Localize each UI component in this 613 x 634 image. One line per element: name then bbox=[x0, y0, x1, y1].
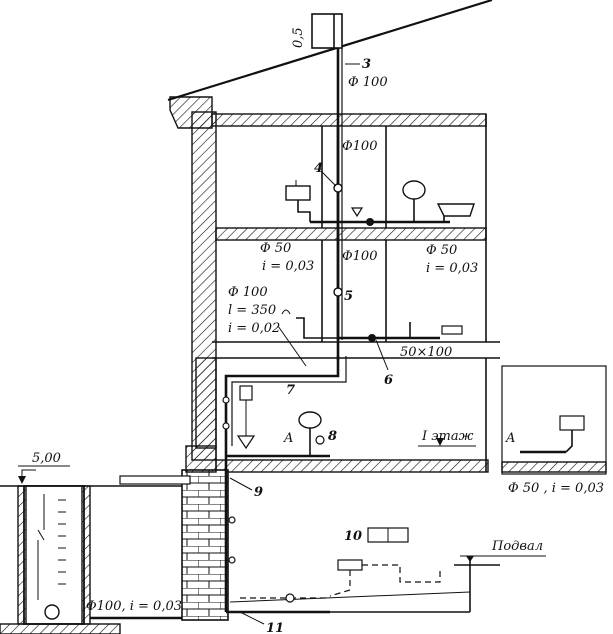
fitting-label: 50×100 bbox=[400, 345, 452, 360]
ground-mark: 5,00 bbox=[32, 451, 61, 466]
outlet-length: l = 350 bbox=[228, 303, 276, 318]
basement-label: Подвал bbox=[491, 539, 543, 554]
section-marker-a: A bbox=[283, 431, 293, 446]
outlet-pipe bbox=[224, 356, 347, 614]
callout-8: 8 bbox=[328, 429, 337, 444]
callout-7: 7 bbox=[286, 383, 295, 398]
building-structure bbox=[181, 111, 500, 621]
detail-pipe-label: Φ 50 , i = 0,03 bbox=[508, 481, 604, 496]
ground-floor-fixtures bbox=[222, 385, 330, 458]
branch-slope-right: i = 0,03 bbox=[426, 261, 478, 276]
callout-5: 5 bbox=[344, 289, 353, 304]
branch-diameter-right: Φ 50 bbox=[426, 243, 457, 258]
basement-equipment bbox=[228, 516, 441, 603]
riser-diameter-floor2: Φ100 bbox=[342, 139, 377, 154]
ground-line bbox=[0, 469, 191, 487]
second-floor-fixtures bbox=[285, 180, 475, 226]
detail-a bbox=[501, 365, 607, 475]
callout-10: 10 bbox=[344, 529, 362, 544]
yard-pipe-label: Φ100, i = 0,03 bbox=[86, 599, 182, 614]
callout-4: 4 bbox=[314, 161, 323, 176]
outlet-slope: i = 0,02 bbox=[228, 321, 280, 336]
first-floor-label: I этаж bbox=[421, 429, 474, 444]
callout-3: 3 bbox=[362, 57, 371, 72]
callout-11: 11 bbox=[266, 621, 284, 634]
vent-height-label: 0,5 bbox=[291, 27, 306, 48]
stack-diameter-top: Φ 100 bbox=[348, 75, 388, 90]
first-floor-fixtures bbox=[281, 309, 463, 342]
riser-diameter-floor1: Φ100 bbox=[342, 249, 377, 264]
yard-manhole bbox=[0, 485, 182, 634]
callout-9: 9 bbox=[254, 485, 263, 500]
callout-6: 6 bbox=[384, 373, 393, 388]
branch-diameter-left: Φ 50 bbox=[260, 241, 291, 256]
branch-slope-left: i = 0,03 bbox=[262, 259, 314, 274]
section-marker-a-detail: A bbox=[505, 431, 515, 446]
outlet-diameter: Φ 100 bbox=[228, 285, 268, 300]
